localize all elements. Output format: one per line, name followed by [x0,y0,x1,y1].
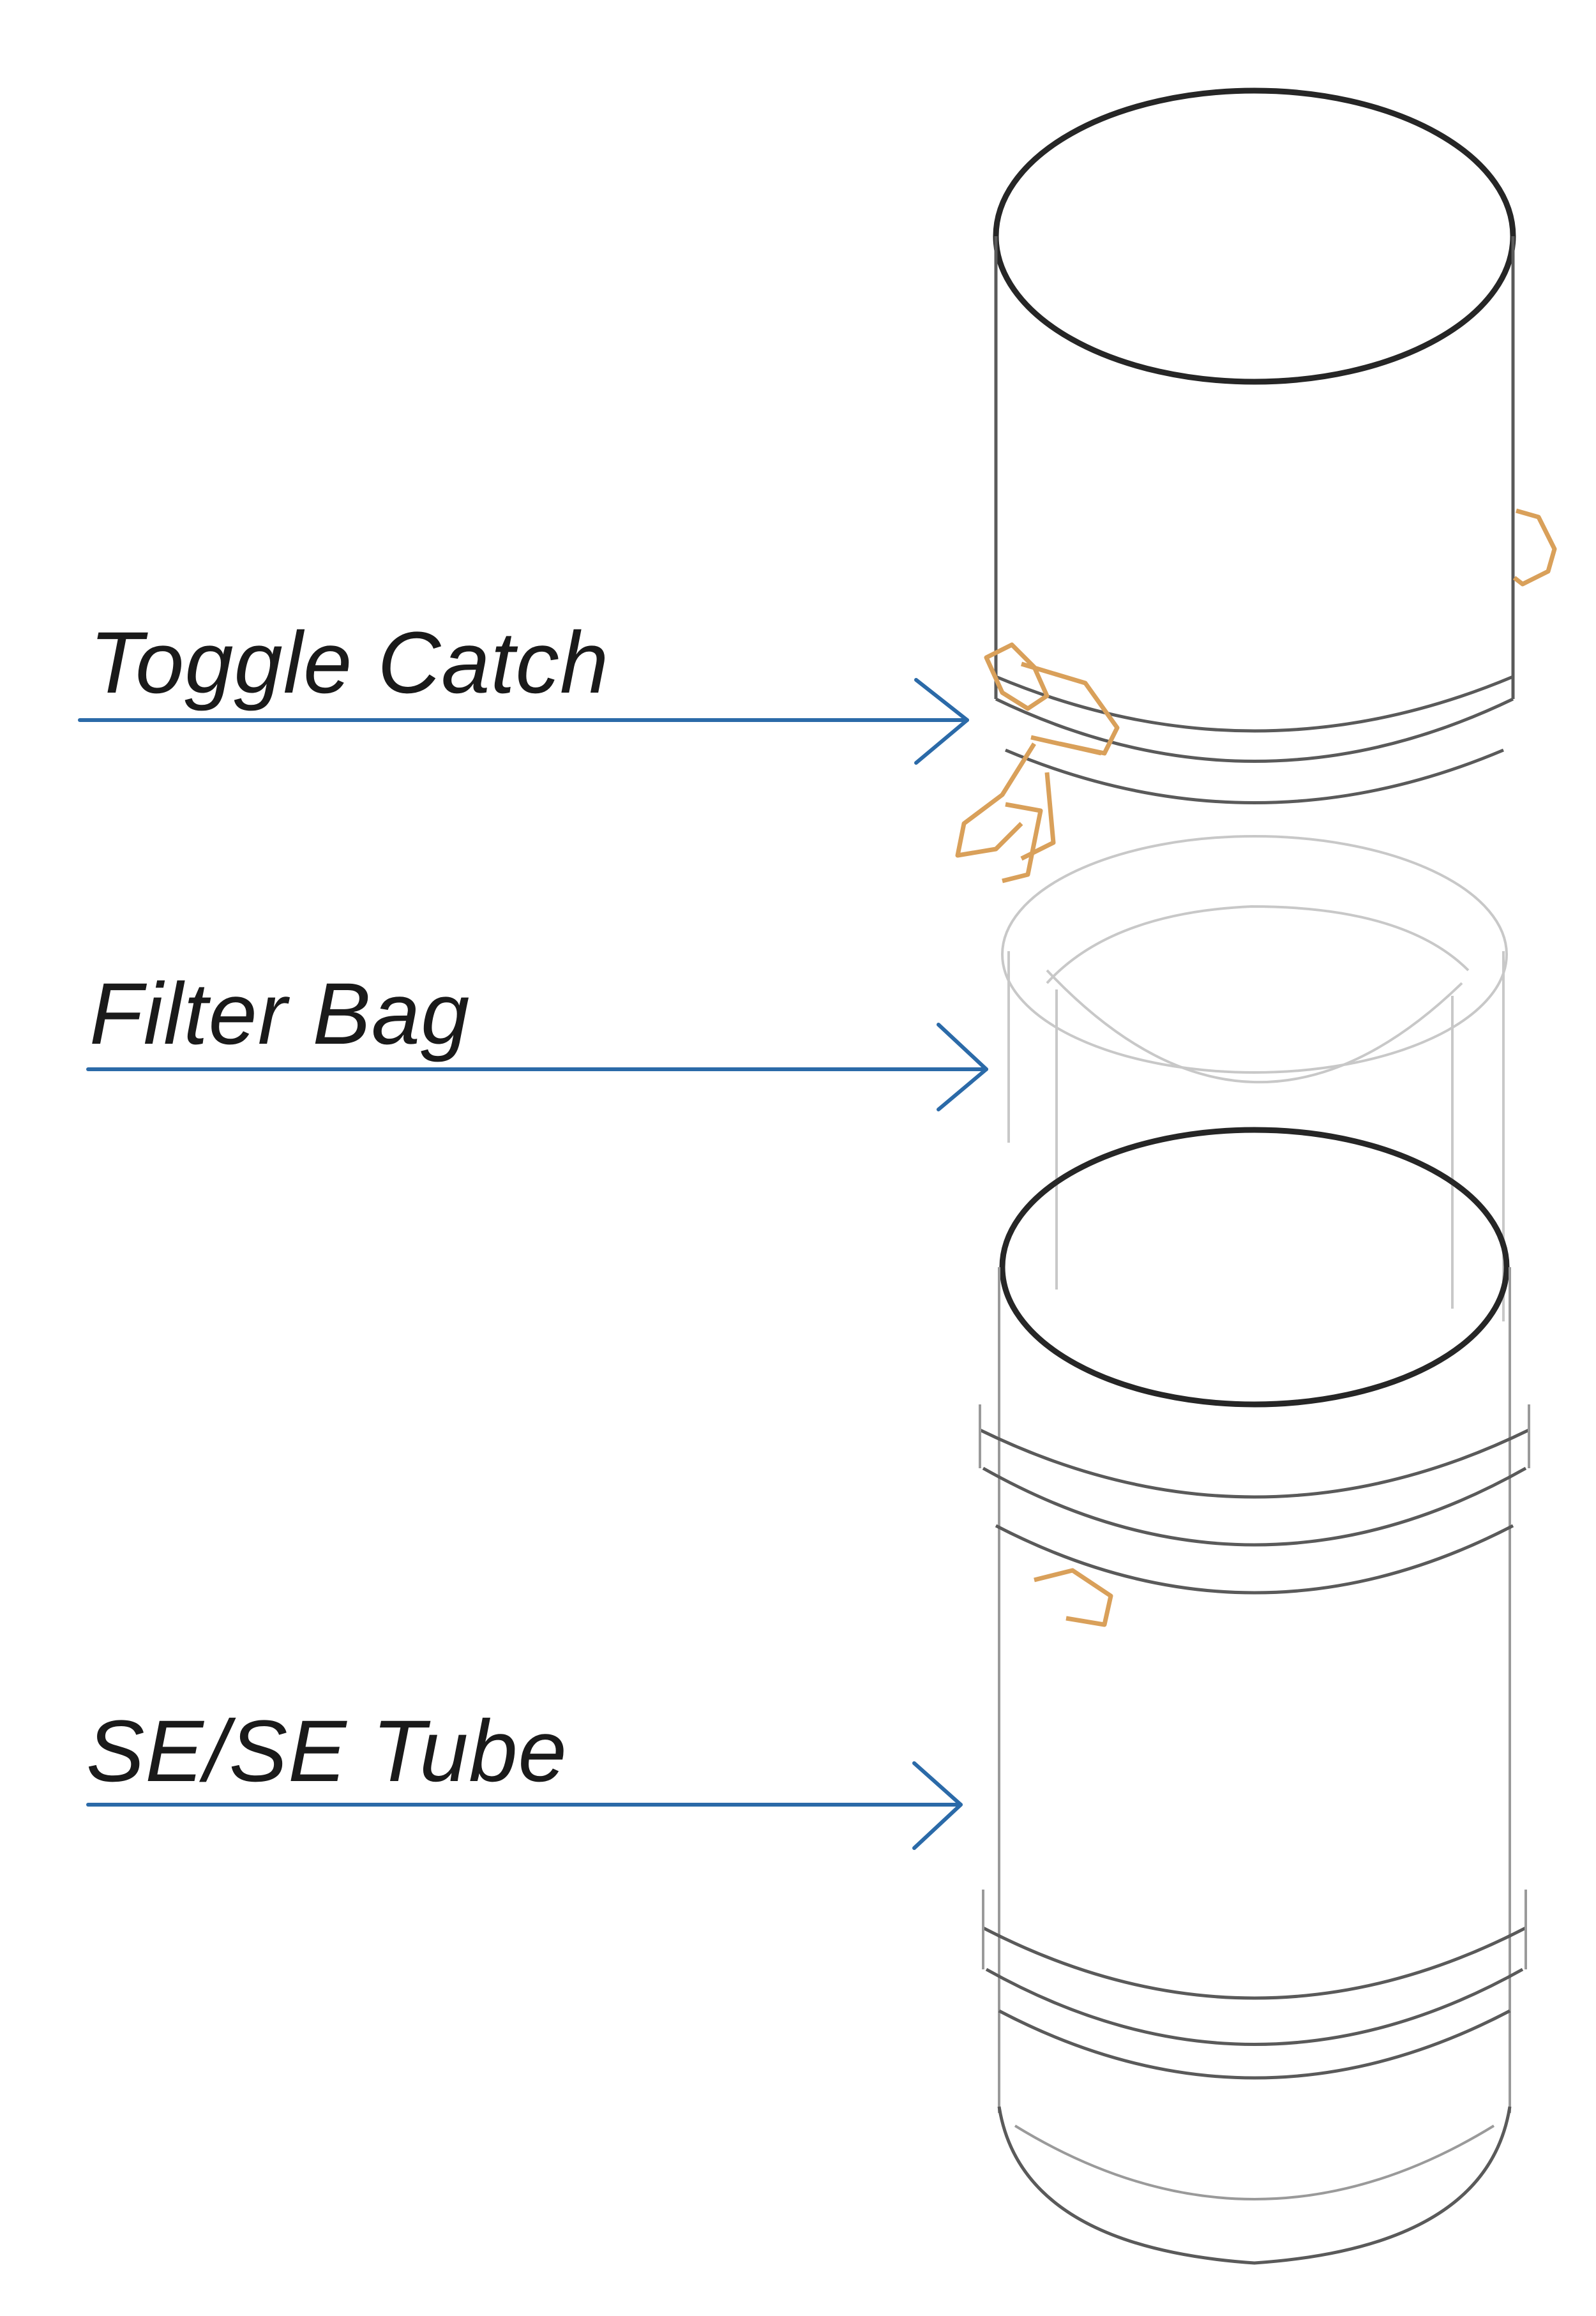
se-se-tube-label: SE/SE Tube [86,1703,568,1800]
se-se-tube-part [979,1127,1530,2265]
filter-bag-arrow [86,1023,988,1111]
toggle-catch-icon [955,642,1120,884]
toggle-catch-arrow [78,678,969,765]
filter-bag-label: Filter Bag [89,965,470,1063]
se-se-tube-arrow [86,1761,963,1850]
toggle-catch-right-icon [1512,508,1557,587]
filter-bag-part [1001,835,1508,1321]
top-housing [993,87,1516,804]
toggle-catch-label: Toggle Catch [89,614,609,712]
